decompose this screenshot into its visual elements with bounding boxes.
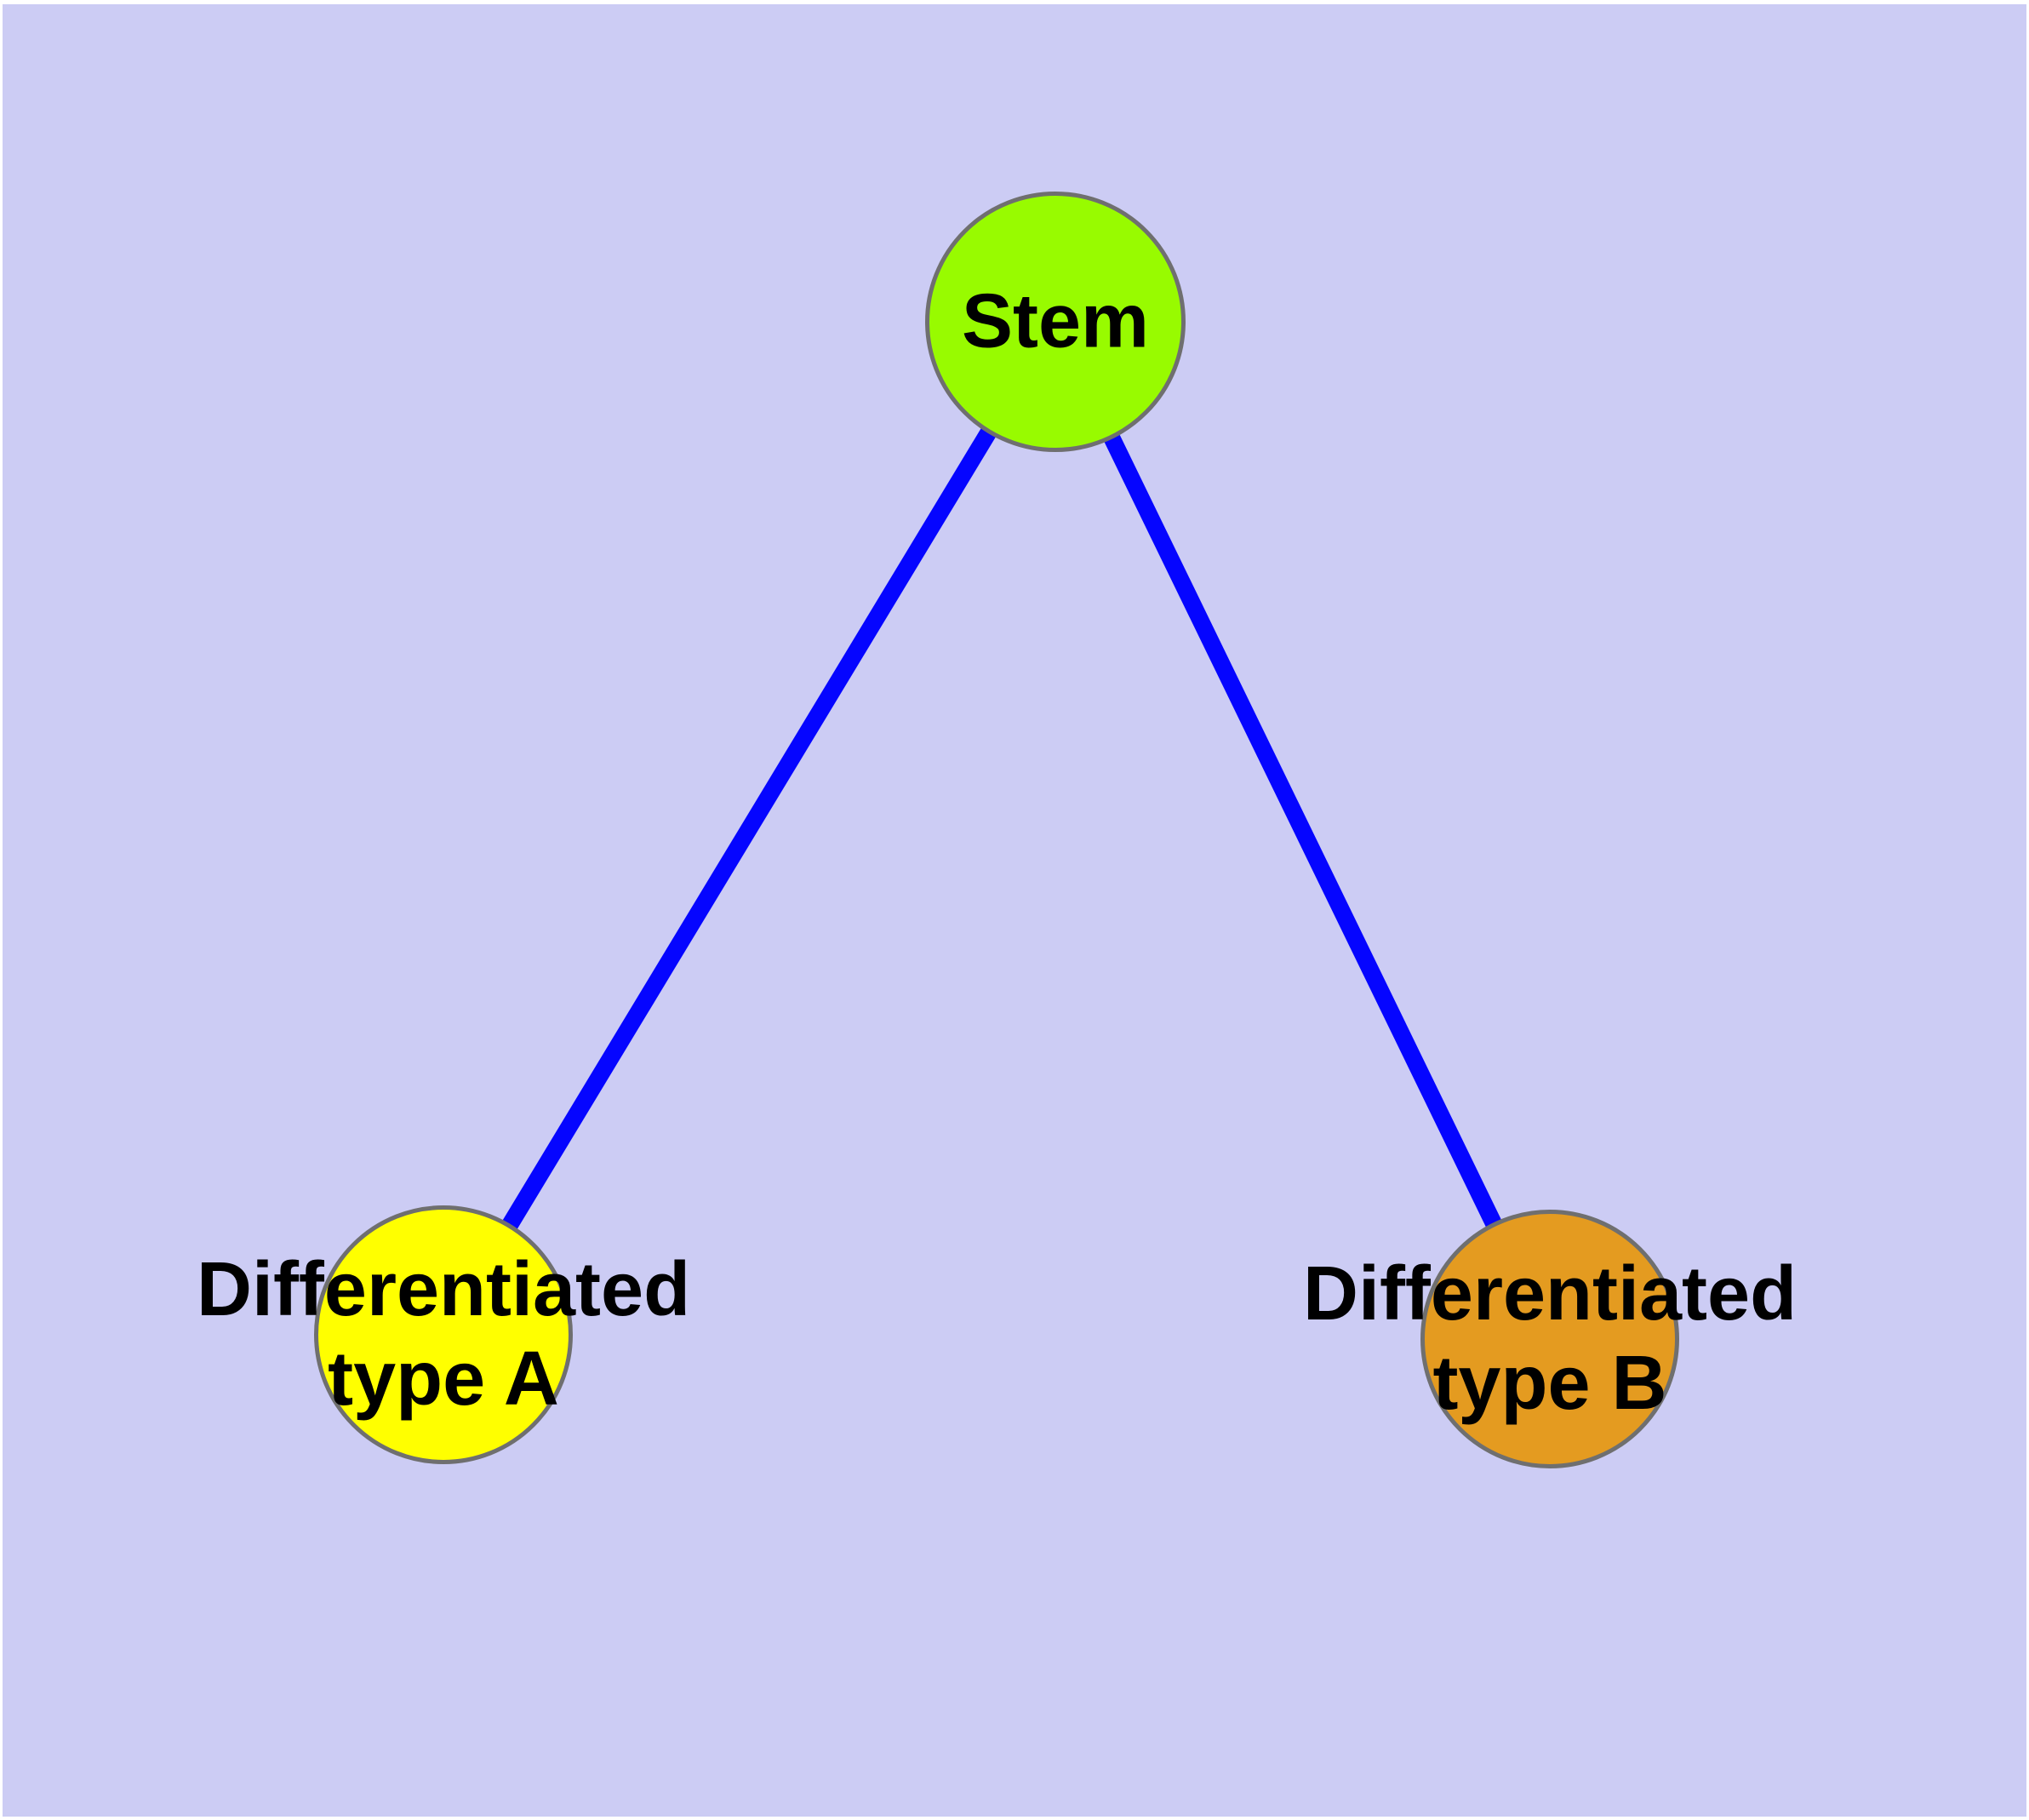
node-type-b-label: Differentiated type B [1303, 1250, 1797, 1428]
node-type-b-circle [1420, 1210, 1679, 1468]
node-type-a-circle [314, 1205, 573, 1464]
node-type-a-label-line-1: Differentiated [196, 1247, 691, 1332]
edge-stem-to-type-b [1048, 318, 1557, 1343]
node-stem-circle [925, 192, 1186, 452]
edges-layer [436, 317, 1557, 1343]
node-stem-label-line: Stem [961, 278, 1150, 364]
edge-stem-to-type-a [436, 317, 1063, 1340]
node-type-b-label-line-2: type B [1432, 1341, 1667, 1426]
diagram-canvas: Stem Differentiated type A Differentiate… [3, 4, 2026, 1817]
node-type-b-label-line-1: Differentiated [1302, 1251, 1798, 1336]
node-type-a-label-line-2: type A [328, 1336, 559, 1422]
node-type-a-label: Differentiated type A [197, 1245, 690, 1424]
node-stem-label: Stem [962, 278, 1149, 367]
